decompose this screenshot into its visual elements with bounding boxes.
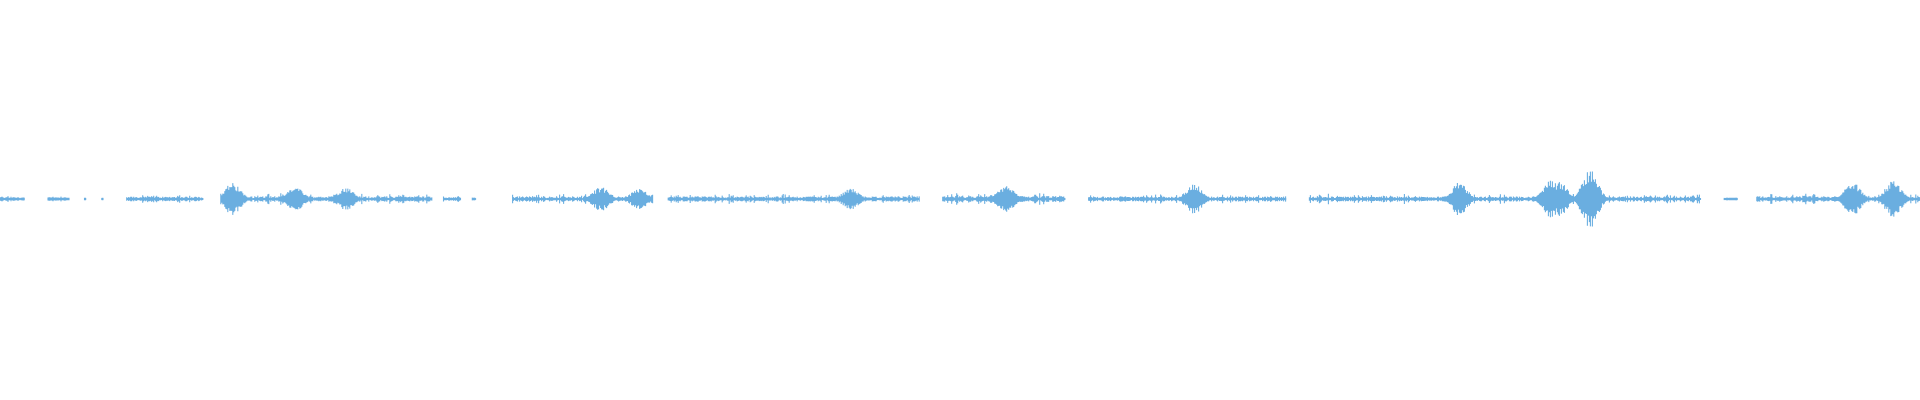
waveform-trace	[0, 171, 1920, 227]
